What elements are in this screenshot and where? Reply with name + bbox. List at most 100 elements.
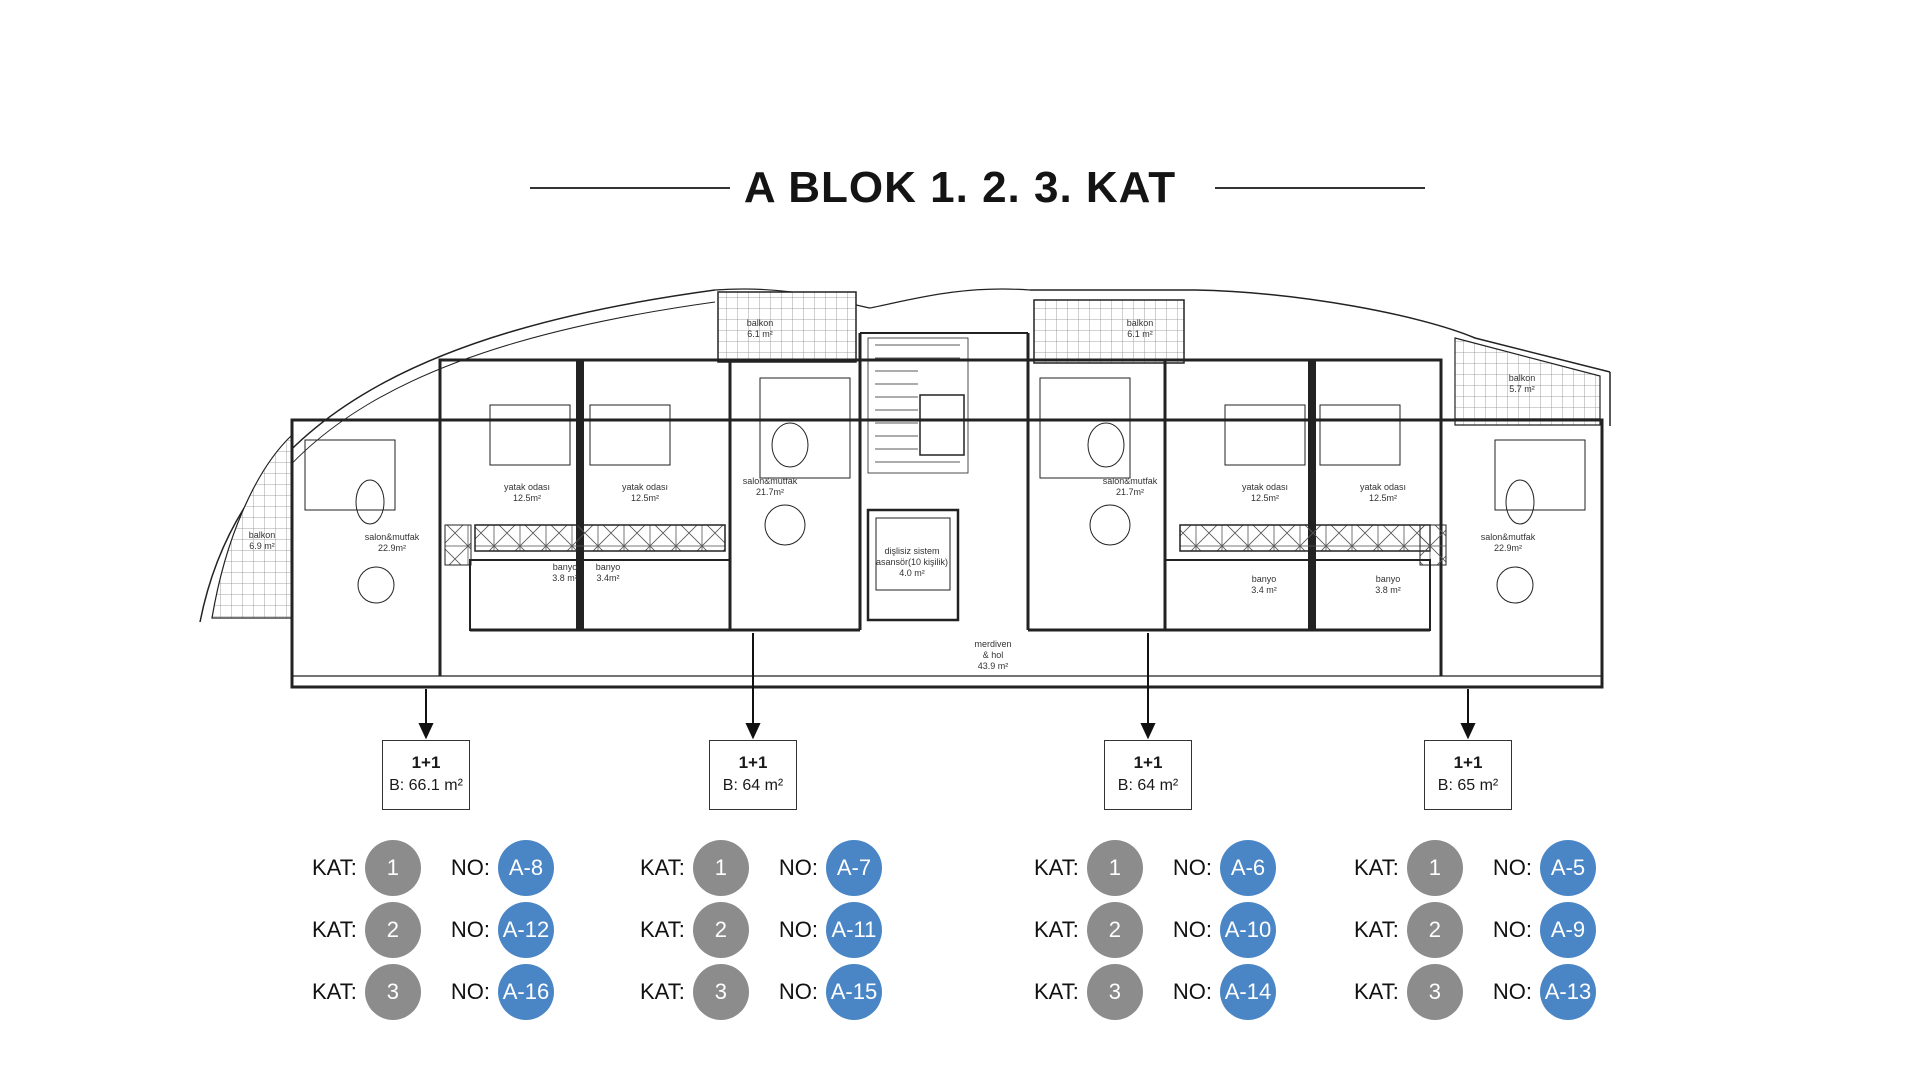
legend-row: KAT: 3 NO: A-13 [1354,964,1596,1020]
unit-type: 1+1 [738,753,768,772]
no-badge: A-9 [1539,902,1596,958]
legend-row: KAT: 1 NO: A-5 [1354,840,1596,896]
balkon-right-area: 5.7 m² [1509,384,1535,394]
kat-badge: 2 [364,902,421,958]
no-label: NO: [778,979,818,1004]
unit-box-2: 1+1 B: 64 m² [709,740,797,810]
no-label: NO: [1172,855,1212,880]
title-rule-right [1215,187,1425,189]
yatak-3-area: 12.5m² [1251,493,1279,503]
balkon-mid-right-area [1033,299,1185,364]
no-label: NO: [778,917,818,942]
kat-badge: 3 [692,964,749,1020]
staircase [867,337,969,474]
no-badge: A-15 [825,964,882,1020]
kat-badge: 2 [1406,902,1463,958]
banyo-2-area: 3.4m² [596,573,619,583]
salon-mid-left-area: 21.7m² [756,487,784,497]
yatak-4-label: yatak odası [1360,482,1406,492]
balkon-mid-right-label: balkon [1127,318,1154,328]
merdiven-area: 43.9 m² [978,661,1009,671]
elevator-shaft [866,508,960,622]
yatak-1-label: yatak odası [504,482,550,492]
kat-badge: 2 [1086,902,1143,958]
yatak-1-area: 12.5m² [513,493,541,503]
kat-label: KAT: [640,979,685,1004]
balkon-right-area [1454,337,1601,426]
no-badge: A-16 [497,964,554,1020]
unit-type: 1+1 [1133,753,1163,772]
balkon-right-label: balkon [1509,373,1536,383]
legend-row: KAT: 3 NO: A-16 [312,964,554,1020]
legend-row: KAT: 1 NO: A-6 [1034,840,1276,896]
unit-area: B: 66.1 m² [389,777,463,794]
kat-label: KAT: [1034,979,1079,1004]
balkon-mid-left-area: 6.1 m² [747,329,773,339]
kat-badge: 3 [364,964,421,1020]
banyo-3-label: banyo [1252,574,1277,584]
kat-label: KAT: [1034,855,1079,880]
unit-area: B: 64 m² [722,777,784,794]
no-badge: A-12 [497,902,554,958]
kat-badge: 2 [692,902,749,958]
banyo-3-area: 3.4 m² [1251,585,1277,595]
banyo-4-label: banyo [1376,574,1401,584]
no-badge: A-5 [1539,840,1596,896]
title-block: A BLOK 1. 2. 3. KAT [0,158,1920,218]
legend-row: KAT: 2 NO: A-12 [312,902,554,958]
asansor-label-2: asansör(10 kişilik) [876,557,948,567]
legend-row: KAT: 2 NO: A-11 [640,902,882,958]
kat-badge: 1 [1086,840,1143,896]
salon-left-area: 22.9m² [378,543,406,553]
no-badge: A-11 [825,902,882,958]
no-label: NO: [450,855,490,880]
kat-badge: 1 [1406,840,1463,896]
no-badge: A-7 [825,840,882,896]
no-label: NO: [1172,917,1212,942]
no-badge: A-6 [1219,840,1276,896]
no-label: NO: [450,917,490,942]
kat-label: KAT: [1034,917,1079,942]
merdiven-label-1: merdiven [974,639,1011,649]
no-label: NO: [778,855,818,880]
legend-row: KAT: 3 NO: A-15 [640,964,882,1020]
unit-box-1: 1+1 B: 66.1 m² [382,740,470,810]
banyo-1-area: 3.8 m² [552,573,578,583]
banyo-2-label: banyo [596,562,621,572]
legend-row: KAT: 3 NO: A-14 [1034,964,1276,1020]
yatak-2-area: 12.5m² [631,493,659,503]
unit-area: B: 65 m² [1437,777,1499,794]
balkon-left-label: balkon [249,530,276,540]
kat-badge: 3 [1086,964,1143,1020]
no-label: NO: [1492,855,1532,880]
kat-label: KAT: [640,855,685,880]
kat-badge: 3 [1406,964,1463,1020]
no-badge: A-13 [1539,964,1596,1020]
balkon-mid-left-area [717,291,857,363]
balkon-mid-left-label: balkon [747,318,774,328]
kat-label: KAT: [1354,979,1399,1004]
legend-row: KAT: 2 NO: A-9 [1354,902,1596,958]
balkon-mid-right-area: 6.1 m² [1127,329,1153,339]
salon-mid-right-area: 21.7m² [1116,487,1144,497]
unit-box-4: 1+1 B: 65 m² [1424,740,1512,810]
kat-label: KAT: [312,917,357,942]
balkon-left-area [211,433,293,619]
merdiven-label-2: & hol [983,650,1004,660]
outer-balcony-outline [199,289,716,623]
salon-right-area: 22.9m² [1494,543,1522,553]
no-label: NO: [450,979,490,1004]
title-rule-left [530,187,730,189]
unit-type: 1+1 [411,753,441,772]
legend-row: KAT: 2 NO: A-10 [1034,902,1276,958]
banyo-4-area: 3.8 m² [1375,585,1401,595]
legend-row: KAT: 1 NO: A-8 [312,840,554,896]
no-badge: A-8 [497,840,554,896]
kat-badge: 1 [692,840,749,896]
kat-label: KAT: [1354,917,1399,942]
yatak-2-label: yatak odası [622,482,668,492]
banyo-1-label: banyo [553,562,578,572]
asansor-label-1: dişlisiz sistem [884,546,939,556]
page-title: A BLOK 1. 2. 3. KAT [743,163,1177,212]
